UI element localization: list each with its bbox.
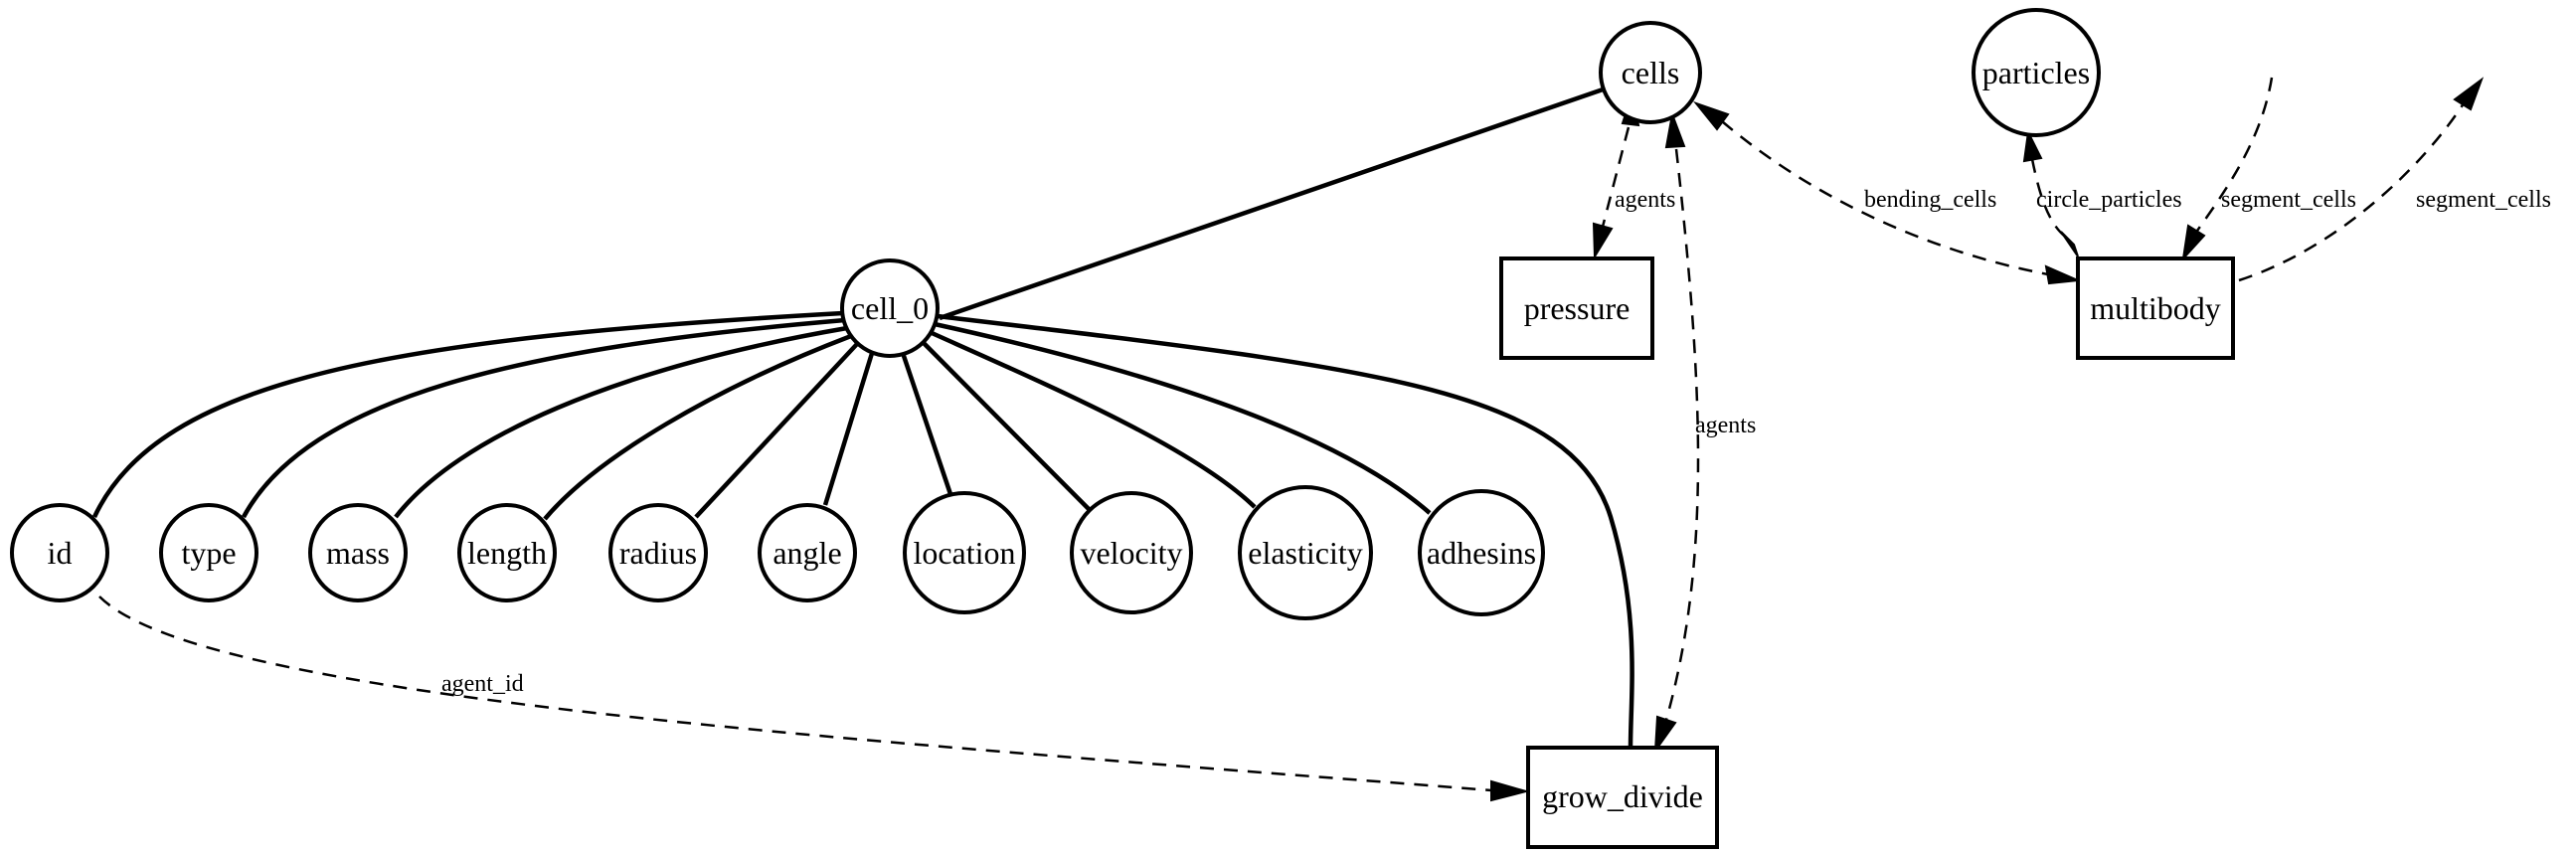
arrow-out-segment	[2453, 77, 2485, 111]
node-label-cell_0: cell_0	[851, 290, 929, 326]
edge-cell_0-length	[543, 333, 852, 521]
node-mass: mass	[308, 503, 408, 602]
edge-segment-out	[2238, 102, 2466, 282]
node-label-location: location	[913, 535, 1015, 571]
node-cell_0: cell_0	[840, 258, 940, 358]
edge-cell_0-velocity	[921, 340, 1094, 514]
edge-cell_0-adhesins	[934, 321, 1432, 515]
node-label-length: length	[467, 535, 547, 571]
node-label-multibody: multibody	[2090, 290, 2221, 326]
edge-cell_0-elasticity	[929, 329, 1257, 509]
node-multibody: multibody	[2076, 256, 2235, 360]
node-grow_divide: grow_divide	[1526, 746, 1719, 849]
process-nodes: pressure multibody grow_divide	[1499, 256, 2235, 849]
node-velocity: velocity	[1070, 491, 1193, 614]
node-length: length	[457, 503, 557, 602]
edge-cell_0-location	[899, 349, 953, 495]
node-label-elasticity: elasticity	[1248, 535, 1363, 571]
node-particles: particles	[1972, 8, 2101, 137]
arrow-into-multibody-from-segment	[2181, 224, 2206, 262]
node-elasticity: elasticity	[1238, 485, 1373, 620]
edge-label-circle_particles: circle_particles	[2036, 187, 2182, 213]
node-label-id: id	[48, 535, 73, 571]
node-id: id	[10, 503, 109, 602]
node-label-adhesins: adhesins	[1427, 535, 1536, 571]
node-pressure: pressure	[1499, 256, 1654, 360]
arrow-into-cells-from-grow_divide	[1664, 110, 1686, 149]
edge-cell_0-id	[91, 310, 844, 518]
node-label-mass: mass	[326, 535, 390, 571]
node-label-angle: angle	[773, 535, 841, 571]
node-label-type: type	[181, 535, 236, 571]
edge-labels: agents agents bending_cells circle_parti…	[441, 187, 2551, 697]
arrow-into-grow_divide-from-cells	[1653, 715, 1677, 755]
arrow-into-pressure	[1592, 222, 1614, 260]
node-type: type	[159, 503, 258, 602]
node-radius: radius	[608, 503, 708, 602]
node-label-cells: cells	[1622, 55, 1680, 90]
edge-segment-in	[2195, 77, 2274, 232]
node-label-particles: particles	[1982, 55, 2090, 90]
node-cells: cells	[1599, 21, 1702, 124]
edge-cells-grow_divide	[1664, 148, 1700, 721]
edge-cells-multibody	[1721, 120, 2049, 276]
node-adhesins: adhesins	[1418, 489, 1545, 616]
node-location: location	[903, 491, 1026, 614]
arrowheads	[1490, 77, 2485, 802]
edge-label-segment_cells-out: segment_cells	[2416, 187, 2551, 213]
edge-cell_0-grow_divide	[937, 313, 1634, 749]
arrow-into-multibody-from-particles	[2060, 231, 2079, 257]
arrow-into-multibody-from-cells	[2044, 264, 2082, 285]
edge-cells-cell_0	[939, 85, 1610, 321]
edge-cell_0-type	[242, 317, 846, 519]
edge-label-bending_cells: bending_cells	[1864, 187, 1996, 213]
edge-label-agents-pressure: agents	[1615, 187, 1675, 213]
edge-cell_0-radius	[694, 342, 859, 519]
arrow-into-cells-from-multibody	[1693, 100, 1730, 131]
edge-label-agent_id: agent_id	[441, 671, 524, 697]
edge-cells-pressure	[1601, 126, 1631, 228]
node-label-velocity: velocity	[1080, 535, 1182, 571]
edge-cell_0-angle	[822, 349, 876, 506]
edge-cell_0-mass	[394, 325, 848, 519]
arrow-into-particles	[2022, 128, 2043, 163]
edge-id-grow_divide	[98, 596, 1492, 792]
port-edges	[98, 77, 2466, 792]
node-label-grow_divide: grow_divide	[1542, 778, 1703, 814]
edge-label-segment_cells-in: segment_cells	[2221, 187, 2356, 213]
node-label-radius: radius	[619, 535, 697, 571]
edge-label-agents-grow_divide: agents	[1695, 413, 1756, 438]
node-label-pressure: pressure	[1524, 290, 1631, 326]
store-nodes: cells particles cell_0 id type mass leng…	[10, 8, 2101, 620]
node-angle: angle	[758, 503, 857, 602]
hierarchy-edges	[91, 85, 1634, 749]
arrow-into-grow_divide-from-id	[1490, 779, 1530, 802]
